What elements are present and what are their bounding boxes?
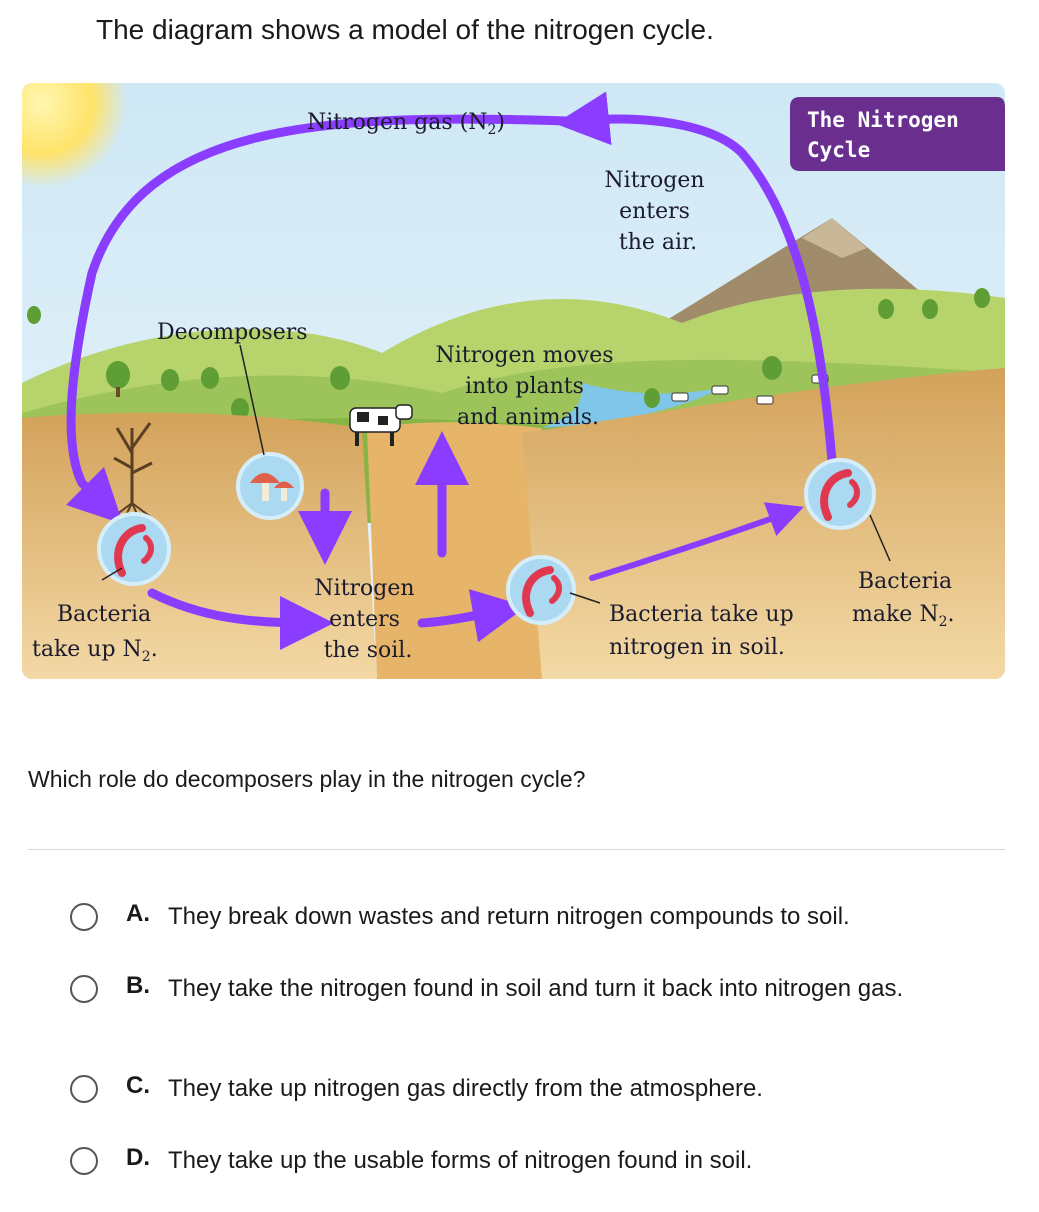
nitrogen-cycle-diagram: The Nitrogen Cycle	[22, 83, 1005, 679]
arrow-soil-to-bacteria	[417, 589, 527, 643]
label-enters-air: Nitrogen enters the air.	[604, 168, 711, 255]
bacteria-icon-middle	[506, 555, 576, 625]
label-enters-soil: Nitrogen enters the soil.	[314, 576, 421, 663]
label-nitrogen-gas: Nitrogen gas (N2)	[307, 110, 505, 138]
option-b[interactable]: B. They take the nitrogen found in soil …	[70, 972, 1000, 1006]
option-d[interactable]: D. They take up the usable forms of nitr…	[70, 1144, 1000, 1178]
cow-icon	[349, 404, 413, 446]
option-c-text: They take up nitrogen gas directly from …	[168, 1075, 763, 1102]
trees	[27, 288, 990, 420]
label-bacteria-take-up-n2: Bacteria take up N2.	[32, 602, 158, 665]
option-c[interactable]: C. They take up nitrogen gas directly fr…	[70, 1072, 1000, 1106]
title-line1: The Nitrogen	[807, 108, 959, 132]
mushroom-icon	[236, 452, 304, 520]
label-bacteria-make-n2: Bacteria make N2.	[852, 569, 959, 630]
divider	[28, 849, 1005, 850]
option-b-text: They take the nitrogen found in soil and…	[168, 975, 904, 1002]
radio-a[interactable]	[70, 903, 98, 931]
radio-b[interactable]	[70, 975, 98, 1003]
option-b-letter: B.	[126, 972, 150, 999]
arrow-bacteria-to-bacteria	[589, 502, 804, 581]
label-bacteria-take-up-soil: Bacteria take up nitrogen in soil.	[609, 602, 801, 660]
intro-text: The diagram shows a model of the nitroge…	[96, 14, 714, 45]
cycle-arrows	[65, 91, 837, 650]
arrow-bacteria-to-soil	[147, 588, 334, 650]
title-line2: Cycle	[807, 138, 870, 162]
title-box	[790, 97, 1005, 171]
option-a-text: They break down wastes and return nitrog…	[168, 903, 850, 930]
sun-icon	[22, 83, 127, 188]
label-moves-into: Nitrogen moves into plants and animals.	[436, 343, 621, 430]
label-decomposers: Decomposers	[157, 320, 308, 345]
diagram-illustration: The Nitrogen Cycle	[22, 83, 1005, 679]
option-a[interactable]: A. They break down wastes and return nit…	[70, 900, 1000, 934]
bacteria-icon-left	[97, 512, 171, 586]
option-a-letter: A.	[126, 900, 150, 927]
arrow-bacteria-to-air	[555, 91, 837, 466]
option-d-text: They take up the usable forms of nitroge…	[168, 1147, 753, 1174]
question-text: Which role do decomposers play in the ni…	[28, 766, 586, 792]
option-d-letter: D.	[126, 1144, 150, 1171]
radio-c[interactable]	[70, 1075, 98, 1103]
pointer-lines	[101, 344, 891, 604]
option-c-letter: C.	[126, 1072, 150, 1099]
radio-d[interactable]	[70, 1147, 98, 1175]
arrow-air-to-bacteria	[65, 114, 572, 525]
bacteria-icon-right	[804, 458, 876, 530]
